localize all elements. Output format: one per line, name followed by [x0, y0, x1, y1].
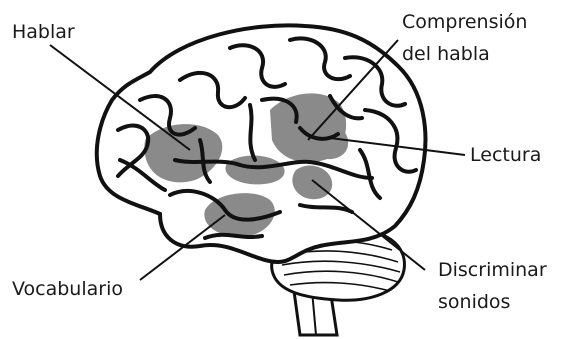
label-discrimination-line2: sonidos — [438, 291, 511, 313]
leader-lines — [49, 39, 466, 281]
cerebrum-outline — [94, 23, 428, 265]
label-comprehension-line1: Comprensión — [402, 11, 528, 33]
leader-vocabulario — [139, 214, 226, 281]
leader-lectura — [329, 137, 466, 156]
leader-hablar — [49, 44, 191, 151]
label-vocabulary: Vocabulario — [12, 278, 123, 300]
label-speaking: Hablar — [12, 21, 75, 43]
region-temporal — [225, 155, 285, 185]
leader-comprension — [307, 39, 399, 141]
label-discrimination-line1: Discriminar — [438, 259, 547, 281]
label-reading: Lectura — [470, 144, 542, 166]
label-comprehension-line2: del habla — [402, 43, 490, 65]
leader-discriminar — [311, 179, 426, 271]
brain-folds — [116, 36, 418, 240]
region-sound — [292, 165, 333, 200]
